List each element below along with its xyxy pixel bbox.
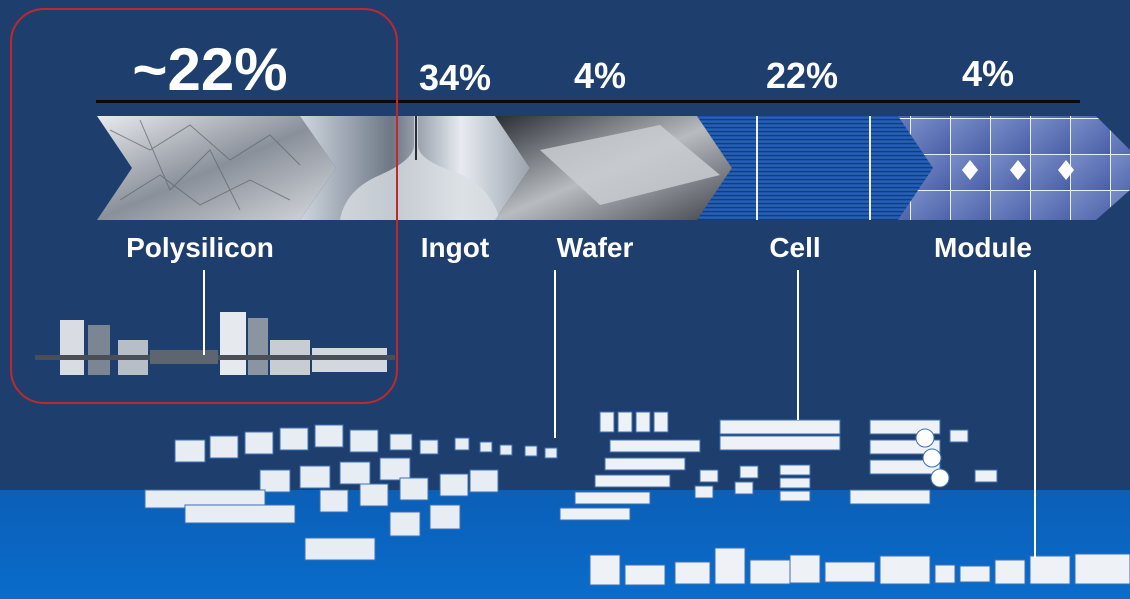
wafer-leader [554,270,556,438]
ingot-label: Ingot [420,232,490,263]
polysilicon-label: Polysilicon [126,232,274,263]
wafer-share: 4% [573,55,627,96]
module-label: Module [934,232,1032,263]
wafer-label: Wafer [556,232,634,263]
ingot-melt-icon [340,116,500,220]
ingot-share: 34% [418,57,492,98]
polysilicon-share: ~22% [132,36,288,103]
cell-photo [697,116,933,220]
polysilicon-highlight [10,8,398,404]
polysilicon-photo [97,116,336,220]
polysilicon-chunks-icon [109,119,301,211]
cell-fan-icons [915,428,950,488]
module-leader [1034,270,1036,558]
module-share: 4% [961,53,1015,94]
wafer-sheet-icon [540,125,720,205]
cell-label: Cell [769,232,821,263]
module-line-icon [589,547,1130,586]
header-rule [96,100,1080,103]
module-diamond-icons [962,160,1074,180]
cell-leader [797,270,799,420]
polysilicon-leader [203,270,205,355]
wafer-factory-icon [144,424,558,561]
polysilicon-plant-icon [35,312,395,375]
cell-share: 22% [765,55,839,96]
